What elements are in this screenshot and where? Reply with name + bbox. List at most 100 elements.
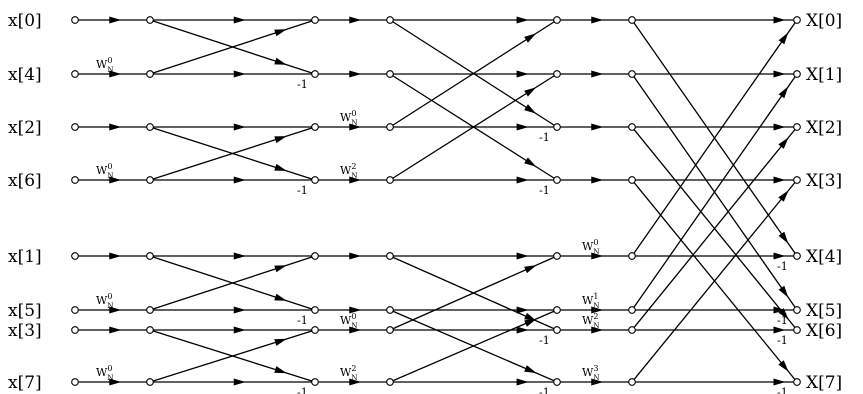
negation-label: -1 bbox=[297, 78, 308, 91]
butterfly-node bbox=[628, 123, 636, 131]
negation-label: -1 bbox=[539, 334, 550, 347]
arrows-layer bbox=[109, 16, 789, 386]
output-label: X[2] bbox=[806, 118, 842, 138]
output-label: X[3] bbox=[806, 171, 842, 191]
butterfly-node bbox=[146, 306, 154, 314]
stage3-cross bbox=[631, 19, 798, 257]
arrowhead bbox=[274, 57, 287, 65]
butterfly-node bbox=[71, 123, 79, 131]
butterfly-node bbox=[386, 16, 394, 24]
butterfly-node bbox=[553, 123, 561, 131]
butterfly-node bbox=[146, 378, 154, 386]
butterfly-node bbox=[628, 378, 636, 386]
arrowhead bbox=[109, 326, 122, 334]
arrowhead bbox=[274, 163, 287, 171]
arrowhead bbox=[524, 104, 537, 114]
arrowhead bbox=[349, 252, 362, 260]
input-label: x[6] bbox=[8, 171, 42, 191]
input-label: x[0] bbox=[8, 11, 42, 31]
butterfly-node bbox=[553, 176, 561, 184]
stage3-cross bbox=[631, 73, 798, 311]
negation-label: -1 bbox=[777, 314, 788, 327]
arrowhead bbox=[591, 70, 604, 78]
butterfly-node bbox=[71, 176, 79, 184]
arrowhead bbox=[274, 136, 287, 144]
butterfly-node bbox=[386, 176, 394, 184]
arrowhead bbox=[524, 33, 537, 43]
arrowhead bbox=[349, 123, 362, 131]
butterfly-node bbox=[793, 123, 801, 131]
arrowhead bbox=[516, 176, 529, 184]
arrowhead bbox=[773, 123, 786, 131]
butterfly-node bbox=[628, 306, 636, 314]
butterfly-node bbox=[146, 176, 154, 184]
arrowhead bbox=[349, 70, 362, 78]
butterfly-node bbox=[553, 70, 561, 78]
butterfly-node bbox=[311, 326, 319, 334]
arrowhead bbox=[109, 16, 122, 24]
negation-label: -1 bbox=[297, 184, 308, 197]
arrowhead bbox=[524, 312, 537, 321]
arrowhead bbox=[591, 306, 604, 314]
stage1-cross bbox=[149, 329, 316, 383]
arrowhead bbox=[516, 326, 529, 334]
arrowhead bbox=[349, 378, 362, 386]
input-label: x[7] bbox=[8, 373, 42, 393]
butterfly-node bbox=[311, 378, 319, 386]
arrowhead bbox=[524, 318, 537, 327]
nodes-layer bbox=[71, 16, 801, 386]
arrowhead bbox=[274, 338, 287, 346]
butterfly-node bbox=[553, 378, 561, 386]
arrowhead bbox=[274, 265, 287, 273]
butterfly-node bbox=[311, 252, 319, 260]
arrowhead bbox=[773, 306, 786, 314]
arrowhead bbox=[233, 306, 246, 314]
output-label: X[1] bbox=[806, 65, 842, 85]
butterfly-node bbox=[146, 16, 154, 24]
arrowhead bbox=[773, 378, 786, 386]
butterfly-node bbox=[553, 306, 561, 314]
negation-label: -1 bbox=[777, 334, 788, 347]
output-label: X[6] bbox=[806, 321, 842, 341]
butterfly-node bbox=[386, 123, 394, 131]
butterfly-node bbox=[311, 123, 319, 131]
arrowhead bbox=[778, 86, 789, 99]
arrowhead bbox=[778, 32, 789, 45]
butterfly-node bbox=[628, 252, 636, 260]
input-label: x[3] bbox=[8, 321, 42, 341]
arrowhead bbox=[778, 190, 789, 202]
butterfly-node bbox=[311, 306, 319, 314]
butterfly-node bbox=[628, 326, 636, 334]
negation-label: -1 bbox=[539, 131, 550, 144]
butterfly-node bbox=[146, 252, 154, 260]
arrowhead bbox=[233, 16, 246, 24]
arrowhead bbox=[349, 16, 362, 24]
arrowhead bbox=[109, 306, 122, 314]
arrowhead bbox=[591, 378, 604, 386]
arrowhead bbox=[773, 252, 786, 260]
arrowhead bbox=[109, 176, 122, 184]
arrowhead bbox=[591, 123, 604, 131]
butterfly-node bbox=[71, 378, 79, 386]
wires-layer bbox=[75, 19, 798, 383]
stage1-cross bbox=[149, 255, 316, 311]
arrowhead bbox=[778, 285, 789, 298]
negation-label: -1 bbox=[539, 386, 550, 394]
butterfly-node bbox=[553, 252, 561, 260]
butterfly-node bbox=[146, 70, 154, 78]
arrowhead bbox=[349, 306, 362, 314]
arrowhead bbox=[516, 378, 529, 386]
arrowhead bbox=[524, 87, 537, 97]
butterfly-node bbox=[628, 176, 636, 184]
